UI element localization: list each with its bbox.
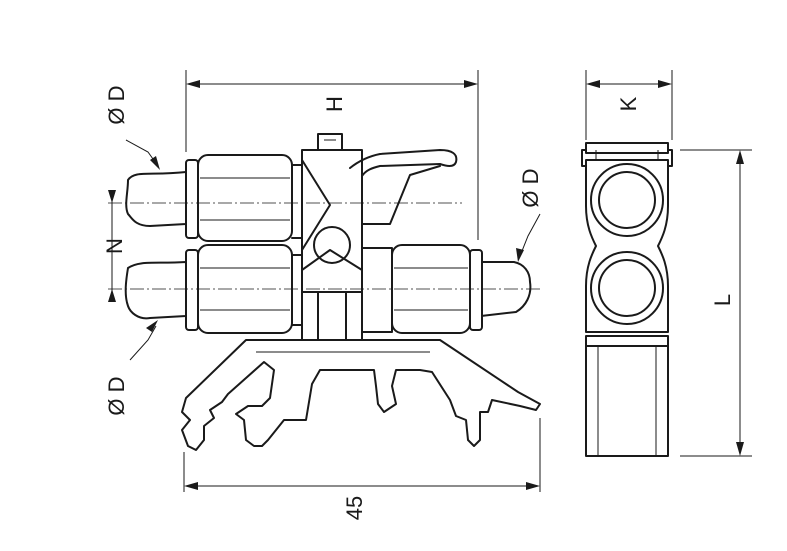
- fitting-upper-left: [185, 154, 303, 242]
- din-rail-base: [181, 339, 541, 451]
- dimension-n: N: [102, 190, 127, 302]
- dia-bottom-left-label: Ø D: [104, 376, 129, 415]
- fitting-right: [361, 244, 483, 334]
- dimension-dia-top-left: Ø D: [104, 85, 160, 170]
- side-body: [585, 159, 669, 333]
- k-label: K: [616, 96, 641, 111]
- dimension-dia-bottom-left: Ø D: [104, 320, 158, 416]
- body-stem: [301, 291, 363, 341]
- side-view: K L: [581, 70, 752, 457]
- side-base: [585, 335, 669, 457]
- dia-top-left-label: Ø D: [104, 85, 129, 124]
- tube-left-lower: [124, 261, 187, 320]
- width-label: 45: [342, 496, 367, 520]
- height-label: H: [322, 96, 347, 112]
- centerlines-front: [108, 202, 540, 290]
- tube-left-upper: [125, 171, 187, 227]
- retaining-clip: [349, 149, 458, 225]
- dimension-dia-right: Ø D: [516, 168, 543, 262]
- pitch-label: N: [102, 238, 127, 254]
- dimension-width: 45: [183, 418, 541, 520]
- dimension-h: H: [185, 70, 479, 240]
- dimension-l: L: [680, 149, 752, 457]
- length-label: L: [710, 294, 735, 306]
- dimension-k: K: [585, 70, 673, 140]
- dia-right-label: Ø D: [518, 168, 543, 207]
- front-view: H N Ø D Ø D Ø D: [102, 70, 543, 520]
